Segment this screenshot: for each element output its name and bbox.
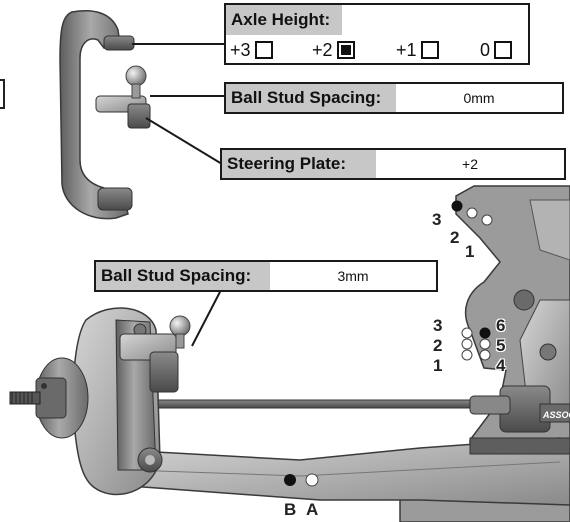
steering-plate-callout: Steering Plate: +2	[220, 148, 566, 180]
arm-hole-label-b: B	[284, 500, 297, 519]
hub-carrier	[9, 287, 223, 496]
lower-hole-label-3: 3	[433, 316, 443, 335]
arm-hole-label-a: A	[306, 500, 319, 519]
steering-rod	[139, 395, 511, 415]
checkbox-zero[interactable]	[494, 41, 513, 59]
lower-hole-label-1: 1	[433, 356, 443, 375]
chassis-logo: ASSOC	[542, 410, 570, 420]
axle-height-option-plus3[interactable]: +3	[230, 39, 273, 61]
lower-arm	[118, 437, 570, 506]
lower-hole-label-5: 5	[496, 336, 506, 355]
lower-hole-label-4: 4	[496, 356, 506, 375]
upper-hole-label-3: 3	[432, 210, 442, 229]
ball-stud-spacing-value-bottom: 3mm	[337, 268, 369, 284]
lower-hole-set	[461, 327, 491, 361]
axle-height-callout: Axle Height: +3 +2 +1 0	[224, 3, 530, 65]
ball-stud-spacing-callout-bottom: Ball Stud Spacing: 3mm	[94, 260, 438, 292]
axle-height-option-plus1[interactable]: +1	[396, 39, 439, 61]
ball-stud-leader-bottom	[191, 287, 223, 347]
steering-plate-value: +2	[462, 156, 478, 172]
upper-hole-set	[451, 200, 493, 226]
spindle-part	[59, 10, 226, 220]
axle-height-option-plus2[interactable]: +2	[312, 39, 355, 61]
steering-plate-label: Steering Plate:	[222, 150, 376, 178]
ball-stud-spacing-value-top: 0mm	[463, 90, 495, 106]
upper-hole-label-2: 2	[450, 228, 460, 247]
checkbox-plus2[interactable]	[336, 41, 355, 59]
ball-stud-spacing-label-top: Ball Stud Spacing:	[226, 84, 396, 112]
steering-plate-leader	[145, 117, 223, 165]
checkbox-plus1[interactable]	[420, 41, 439, 59]
ball-stud-spacing-callout-top: Ball Stud Spacing: 0mm	[224, 82, 564, 114]
left-edge-bracket	[0, 79, 5, 109]
ball-stud-spacing-label-bottom: Ball Stud Spacing:	[96, 262, 270, 290]
checkbox-plus3[interactable]	[254, 41, 273, 59]
axle-height-label: Axle Height:	[226, 5, 342, 35]
upper-hole-label-1: 1	[465, 242, 475, 261]
axle-height-option-zero[interactable]: 0	[480, 39, 513, 61]
lower-hole-label-2: 2	[433, 336, 443, 355]
lower-hole-label-6: 6	[496, 316, 506, 335]
